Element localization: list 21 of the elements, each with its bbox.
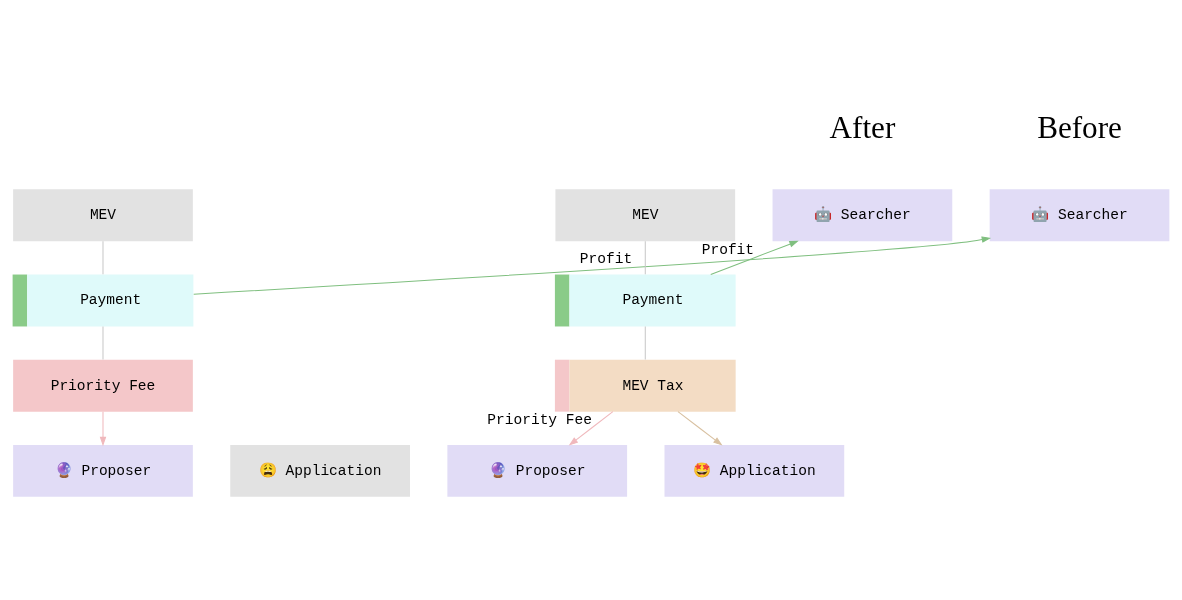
- edge-label: Profit: [701, 241, 755, 258]
- node-box: 😩 Application: [230, 444, 410, 497]
- node-box: MEV: [555, 188, 736, 241]
- node-box: Priority Fee: [13, 359, 193, 412]
- edge-label: Profit: [579, 250, 633, 267]
- node-box: 🤖 Searcher: [772, 188, 953, 241]
- arrow: [677, 410, 723, 446]
- node-box: 🤖 Searcher: [989, 188, 1170, 241]
- label: Before: [1037, 109, 1122, 145]
- arrow: [99, 410, 107, 446]
- edge-label: Priority Fee: [487, 411, 592, 428]
- connector: [644, 240, 646, 275]
- connector: [644, 325, 646, 360]
- node-box: 🤩 Application: [664, 444, 845, 497]
- arrow: [193, 235, 992, 295]
- node-box: MEV: [13, 188, 193, 241]
- arrow: [568, 410, 614, 446]
- arrow: [710, 240, 799, 275]
- label: After: [829, 109, 896, 145]
- node-box: 🔮 Proposer: [13, 444, 193, 497]
- node-box: 🔮 Proposer: [447, 444, 628, 497]
